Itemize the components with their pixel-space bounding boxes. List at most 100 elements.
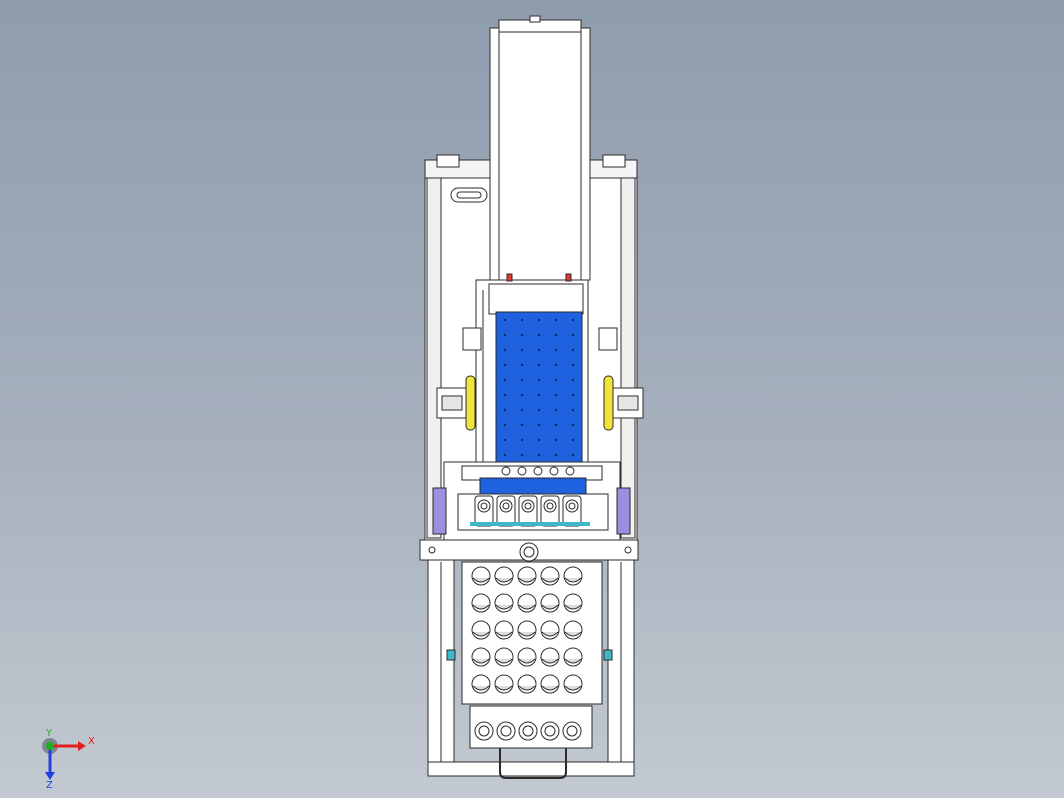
carriage-hole (537, 333, 541, 337)
cyan-sensor-strip (470, 522, 590, 526)
rack-holder-inner (566, 725, 578, 737)
gripper-cup-inner (568, 502, 576, 510)
carriage-hole (571, 333, 575, 337)
actuator-cap-lug (529, 15, 541, 23)
carriage-hole (503, 423, 507, 427)
tray-well-shadow (518, 577, 536, 583)
left-bracket-top (436, 154, 460, 168)
gripper-cup-inner (502, 502, 510, 510)
frame-left-post (426, 177, 442, 539)
cyan-marker-right (603, 649, 613, 661)
carriage-hole (520, 333, 524, 337)
actuator-body (498, 27, 582, 281)
carriage-hole (554, 318, 558, 322)
rack-holders (474, 721, 582, 741)
carriage-hole (554, 363, 558, 367)
bottom-base (427, 761, 635, 777)
tray-well-shadow (541, 685, 559, 691)
carriage-hole (520, 318, 524, 322)
top-hole (501, 466, 511, 476)
carriage-hole (520, 438, 524, 442)
carriage-hole (520, 348, 524, 352)
right-yellow-roller (603, 375, 614, 431)
top-hole (517, 466, 527, 476)
carriage-hole (554, 423, 558, 427)
tray-well-shadow (564, 658, 582, 664)
tray-wells (471, 566, 583, 694)
tray-well-shadow (495, 631, 513, 637)
carriage-hole (537, 378, 541, 382)
tray-well-shadow (518, 658, 536, 664)
carriage-hole (571, 453, 575, 457)
tray-well-shadow (495, 658, 513, 664)
tray-well-shadow (472, 658, 490, 664)
carriage-hole (571, 378, 575, 382)
carriage-hole (503, 348, 507, 352)
carriage-hole (503, 408, 507, 412)
carriage-hole (503, 438, 507, 442)
tray-well-shadow (472, 631, 490, 637)
carriage-hole (503, 378, 507, 382)
cross-beam-pivot-inner (523, 546, 535, 558)
tray-well-shadow (472, 604, 490, 610)
right-side-rail-inner (617, 395, 639, 411)
carriage-hole (554, 393, 558, 397)
purple-side-right (616, 487, 631, 535)
right-upper-block (598, 327, 618, 351)
gripper-blue-plate (479, 477, 587, 495)
carriage-hole (537, 438, 541, 442)
z-arrowhead (45, 772, 55, 780)
tray-well-shadow (472, 577, 490, 583)
tray-well-shadow (518, 604, 536, 610)
y-axis-dot (46, 742, 54, 750)
beam-bolt-left (428, 546, 436, 554)
top-hole (549, 466, 559, 476)
red-marker-left (506, 273, 513, 282)
purple-side-left (432, 487, 447, 535)
tray-well-shadow (564, 631, 582, 637)
tray-well-shadow (541, 631, 559, 637)
left-yellow-roller (465, 375, 476, 431)
gripper-cup-inner (480, 502, 488, 510)
rack-holder-inner (500, 725, 512, 737)
frame-right-post (620, 177, 636, 539)
tray-well-shadow (495, 577, 513, 583)
tray-well-shadow (541, 604, 559, 610)
tray-well-shadow (541, 658, 559, 664)
gripper-cup-inner (524, 502, 532, 510)
tray-well-shadow (564, 604, 582, 610)
slot-hole-inner (456, 191, 482, 199)
carriage-hole (554, 348, 558, 352)
tray-well-shadow (472, 685, 490, 691)
carriage-hole (554, 438, 558, 442)
carriage-hole (537, 393, 541, 397)
carriage-hole (554, 408, 558, 412)
carriage-hole (571, 363, 575, 367)
carriage-hole (571, 318, 575, 322)
tray-well-shadow (518, 685, 536, 691)
gripper-top-holes (501, 466, 575, 476)
carriage-hole (537, 423, 541, 427)
tray-well-shadow (518, 631, 536, 637)
upper-carriage-plate (488, 283, 584, 315)
carriage-hole (537, 318, 541, 322)
tray-well-shadow (495, 685, 513, 691)
beam-bolt-right (624, 546, 632, 554)
tray-well-shadow (495, 604, 513, 610)
top-hole (533, 466, 543, 476)
carriage-hole (503, 453, 507, 457)
carriage-hole (520, 453, 524, 457)
carriage-hole (503, 363, 507, 367)
machine-model (419, 15, 644, 779)
coordinate-triad: X Y Z (42, 728, 95, 788)
carry-handle (499, 748, 567, 779)
carriage-hole (503, 393, 507, 397)
carriage-hole (571, 423, 575, 427)
y-axis-label: Y (45, 728, 53, 739)
carriage-hole (571, 438, 575, 442)
x-arrowhead (78, 741, 86, 751)
tray-well-shadow (564, 685, 582, 691)
carriage-hole (537, 453, 541, 457)
tray-well-shadow (564, 577, 582, 583)
